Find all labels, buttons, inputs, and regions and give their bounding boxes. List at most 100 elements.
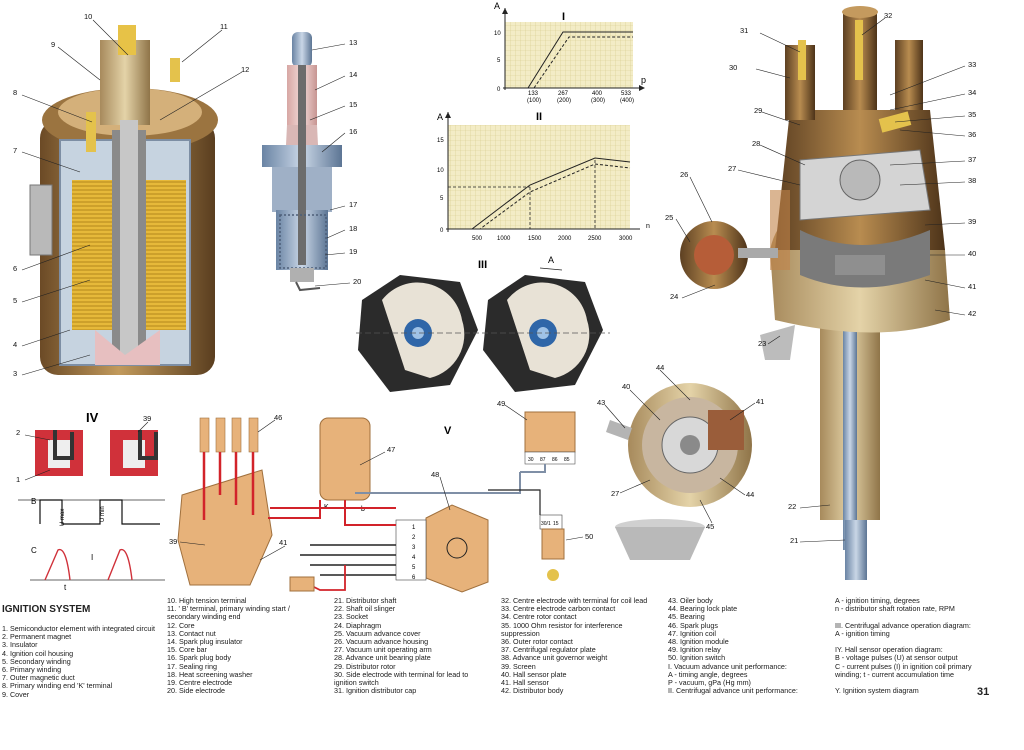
legend-col-1: 1. Semiconductor element with integrated… <box>2 624 156 699</box>
chartI-xsub-3: (300) <box>591 98 605 104</box>
callout-29: 29 <box>754 106 762 115</box>
chartII-xtick-2000: 2000 <box>558 236 572 242</box>
page-number: 31 <box>977 686 990 698</box>
legend-item: 3. Insulator <box>2 640 38 650</box>
callout-30: 30 <box>729 63 737 72</box>
legend-item: 29. Distributor rotor <box>334 661 396 671</box>
legend-item: 38. Advance unit governor weight <box>501 653 608 663</box>
callout-36: 36 <box>968 130 976 139</box>
legend-col-6: A - ignition timing, degrees n - distrib… <box>835 596 972 696</box>
callout-45: 45 <box>706 522 714 531</box>
diagIV-C: C <box>31 546 37 555</box>
chartI-ytick-10: 10 <box>494 31 501 37</box>
legend-item: 34. Centre rotor contact <box>501 612 577 622</box>
callout-40: 40 <box>968 249 976 258</box>
legend-item: 13. Contact nut <box>167 628 216 638</box>
legend-item: 9. Cover <box>2 689 30 699</box>
chartI-xlabel: p <box>641 75 646 85</box>
callout-2: 2 <box>16 428 20 437</box>
legend-item: 46. Spark plugs <box>668 620 718 630</box>
legend-item: B - voltage pulses (U) at sensor output <box>835 653 958 663</box>
diagIV-t: t <box>64 583 67 592</box>
callout-4: 4 <box>13 340 17 349</box>
diagV-title: V <box>444 425 452 437</box>
callout-50: 50 <box>585 532 593 541</box>
module-pin-2: 2 <box>412 535 416 541</box>
ignition-distributor-cutaway <box>680 6 950 580</box>
legend-item: 18. Heat screening washer <box>167 669 253 679</box>
callout-38: 38 <box>968 176 976 185</box>
legend-item: 25. Vacuum advance cover <box>334 628 421 638</box>
legend-item: 17. Sealing ring <box>167 661 217 671</box>
callout-9: 9 <box>51 40 55 49</box>
legend-item: winding; t - current accumulation time <box>835 669 955 679</box>
switch-pin-15: 15 <box>553 521 559 527</box>
chartI-ylabel: A <box>494 1 500 11</box>
vacuum-advance-chart: A p I 0 5 10 133 267 400 533 (100) (200)… <box>494 1 646 104</box>
callout-46: 46 <box>274 413 282 422</box>
legend-item: II. Centrifugal advance unit performance… <box>668 686 798 696</box>
callout-16: 16 <box>349 127 357 136</box>
callout-39: 39 <box>968 217 976 226</box>
legend-item: 14. Spark plug insulator <box>167 637 243 647</box>
callout-40b: 40 <box>622 382 630 391</box>
chartII-xtick-1000: 1000 <box>497 236 511 242</box>
callout-25: 25 <box>665 213 673 222</box>
callout-28: 28 <box>752 139 760 148</box>
callout-7: 7 <box>13 146 17 155</box>
legend-item: 19. Centre electrode <box>167 678 233 688</box>
callout-13: 13 <box>349 38 357 47</box>
legend-item: 47. Ignition coil <box>668 628 716 638</box>
module-pin-4: 4 <box>412 555 416 561</box>
ignition-coil-cutaway <box>29 25 218 375</box>
diagIV-I: I <box>91 553 93 562</box>
chartI-xtick-1: 133 <box>528 91 539 97</box>
chartII-xlabel: n <box>646 223 650 230</box>
legend-item: 1. Semiconductor element with integrated… <box>2 624 156 633</box>
centrifugal-advance-chart: A n II 0 5 10 15 500 1000 1500 2000 2500… <box>437 111 650 242</box>
diagIV-umax: U max <box>60 509 66 526</box>
diagIII-title: III <box>478 259 487 271</box>
legend-item: 44. Bearing lock plate <box>668 604 738 614</box>
callout-32: 32 <box>884 11 892 20</box>
chartII-ytick-5: 5 <box>440 196 444 202</box>
relay-pin-85: 85 <box>564 457 570 463</box>
legend-item: 31. Ignition distributor cap <box>334 686 417 696</box>
callout-49: 49 <box>497 399 505 408</box>
switch-pin-301: 30/1 <box>541 521 551 527</box>
callout-22: 22 <box>788 502 796 511</box>
legend-item: 36. Outer rotor contact <box>501 637 573 647</box>
module-pin-1: 1 <box>412 525 416 531</box>
legend-item: 39. Screen <box>501 661 536 671</box>
callout-48: 48 <box>431 470 439 479</box>
legend-item: 12. Core <box>167 620 195 630</box>
legend-item: IY. Hall sensor operation diagram: <box>835 645 943 655</box>
ignition-system-wiring-diagram: V 30 87 86 85 1 2 3 4 5 6 30/1 15 K b <box>177 411 576 593</box>
callout-19: 19 <box>349 247 357 256</box>
callout-18: 18 <box>349 224 357 233</box>
callout-41b: 41 <box>756 397 764 406</box>
legend-item: n - distributor shaft rotation rate, RPM <box>835 604 955 614</box>
legend-item: 23. Socket <box>334 612 368 622</box>
legend-item: 5. Secondary winding <box>2 656 71 666</box>
callout-31: 31 <box>740 26 748 35</box>
diagIV-title: IV <box>86 410 99 425</box>
callout-47: 47 <box>387 445 395 454</box>
hall-sensor-distributor <box>606 383 752 560</box>
legend-item: I. Vacuum advance unit performance: <box>668 661 787 671</box>
legend-item: 33. Centre electrode carbon contact <box>501 604 616 614</box>
callout-8: 8 <box>13 88 17 97</box>
legend-item: III. Centrifugal advance operation diagr… <box>835 620 971 630</box>
legend-item: 32. Centre electrode with terminal for c… <box>501 596 648 605</box>
legend-item: secondary winding end <box>167 612 241 622</box>
legend-item: Y. Ignition system diagram <box>835 686 919 696</box>
callout-33: 33 <box>968 60 976 69</box>
coil-b-label: b <box>361 506 365 513</box>
legend-item: 30. Side electrode with terminal for lea… <box>334 669 469 679</box>
relay-pin-30: 30 <box>528 457 534 463</box>
chartII-xtick-3000: 3000 <box>619 236 633 242</box>
relay-pin-87: 87 <box>540 457 546 463</box>
legend-item: 50. Ignition switch <box>668 653 726 663</box>
legend-item: 37. Centrifugal regulator plate <box>501 645 596 655</box>
chartI-xtick-4: 533 <box>621 91 632 97</box>
